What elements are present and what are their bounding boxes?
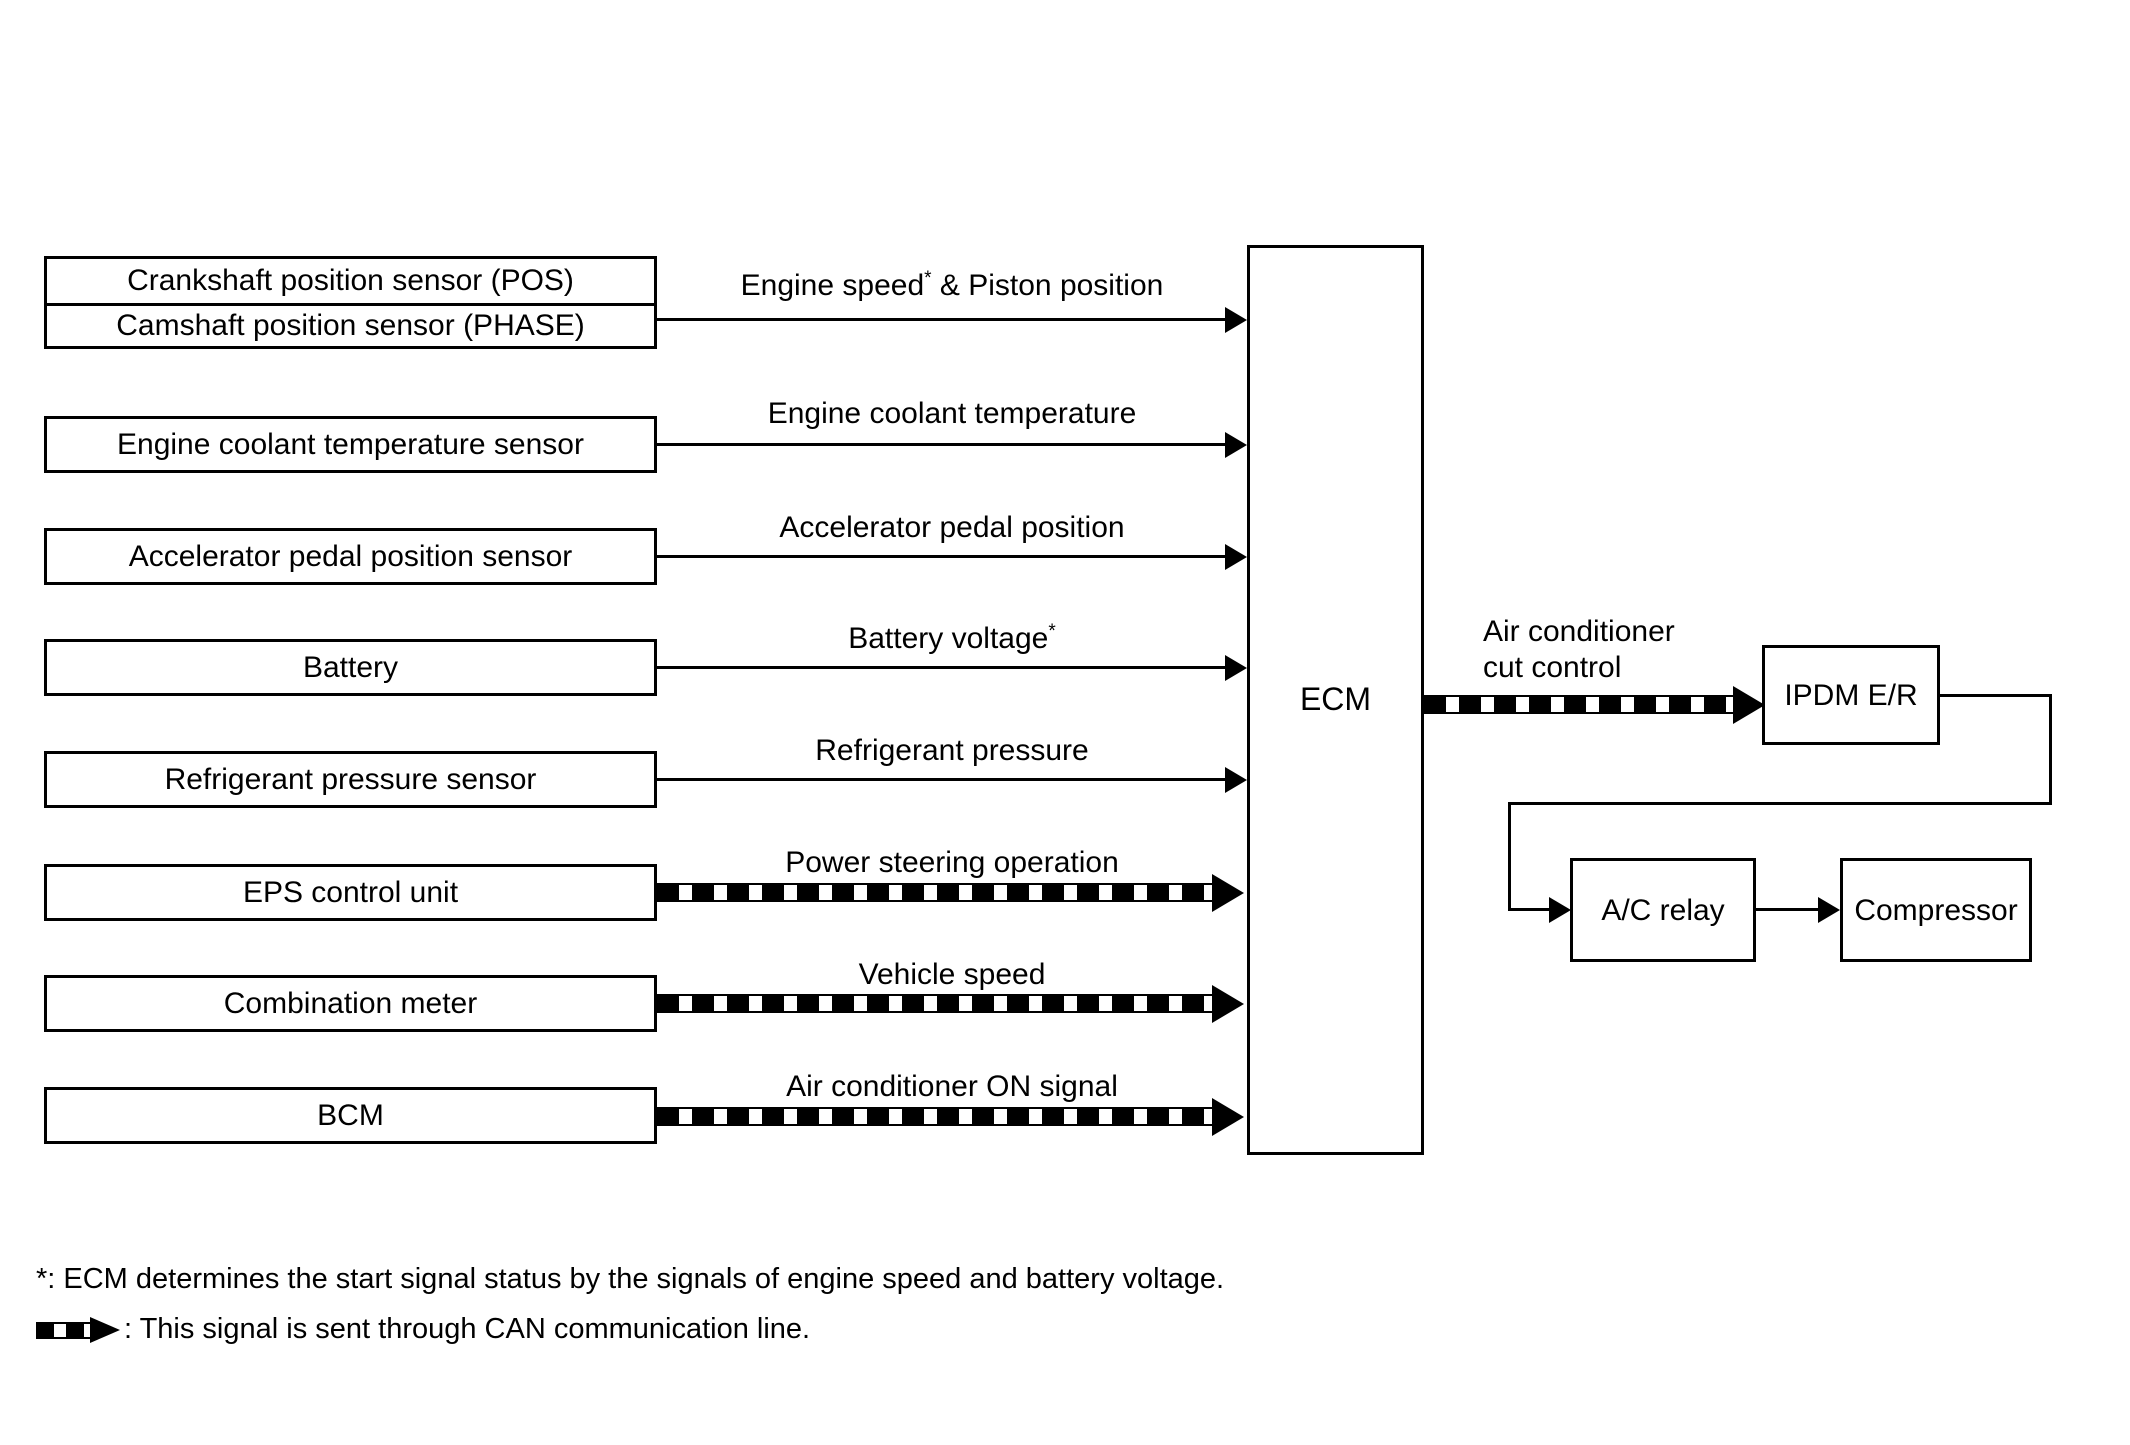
node-crankshaft-camshaft-sensor-group: Crankshaft position sensor (POS) Camshaf… [44, 256, 657, 349]
wire-ipdm-to-relay-seg5 [1508, 908, 1552, 911]
signal-text: Engine coolant temperature [767, 397, 1137, 430]
arrow-head-refrigerant-pressure [1225, 767, 1247, 793]
arrow-head-accelerator-pedal-position [1225, 544, 1247, 570]
arrow-head-engine-coolant-temperature [1225, 432, 1247, 458]
node-label: A/C relay [1601, 893, 1725, 927]
wire-ipdm-to-relay-seg3 [1508, 802, 2052, 805]
wire-ipdm-to-relay-seg2 [2049, 694, 2052, 805]
node-compressor: Compressor [1840, 858, 2032, 962]
node-label: Battery [302, 651, 399, 684]
signal-label-engine-speed-piston-position: Engine speed* & Piston position [657, 268, 1247, 304]
footnote-asterisk: *: ECM determines the start signal statu… [36, 1263, 1225, 1295]
can-arrow-head-vehicle-speed [1212, 985, 1244, 1023]
signal-text: Battery voltage [848, 622, 1049, 655]
footnote-marker: * [1048, 621, 1056, 642]
node-label: BCM [317, 1099, 384, 1132]
signal-label-power-steering-operation: Power steering operation [657, 845, 1247, 881]
signal-text-line1: Air conditioner [1483, 615, 1675, 648]
wire-battery-voltage [657, 666, 1225, 669]
signal-label-refrigerant-pressure: Refrigerant pressure [657, 733, 1247, 769]
node-label: Engine coolant temperature sensor [117, 428, 584, 461]
node-accelerator-pedal-position-sensor: Accelerator pedal position sensor [44, 528, 657, 585]
wire-accelerator-pedal-position [657, 555, 1225, 558]
can-bus-air-conditioner-cut-control [1424, 695, 1735, 714]
node-bcm: BCM [44, 1087, 657, 1144]
can-arrow-head-air-conditioner-cut-control [1733, 686, 1765, 724]
signal-text-suffix: & Piston position [931, 269, 1164, 302]
node-label: Camshaft position sensor (PHASE) [116, 309, 585, 343]
node-refrigerant-pressure-sensor: Refrigerant pressure sensor [44, 751, 657, 808]
signal-label-accelerator-pedal-position: Accelerator pedal position [657, 510, 1247, 546]
wire-ipdm-to-relay-seg1 [1937, 694, 2052, 697]
signal-text: Air conditioner ON signal [786, 1070, 1118, 1103]
footnote-can-legend-text: : This signal is sent through CAN commun… [124, 1313, 811, 1345]
arrow-head-engine-speed [1225, 307, 1247, 333]
arrow-head-battery-voltage [1225, 655, 1247, 681]
wire-ipdm-to-relay-seg4 [1508, 802, 1511, 910]
signal-text: Accelerator pedal position [779, 511, 1125, 544]
signal-text: Engine speed [740, 269, 925, 302]
node-label: Combination meter [223, 987, 478, 1020]
signal-label-air-conditioner-on-signal: Air conditioner ON signal [657, 1069, 1247, 1105]
can-arrow-head-air-conditioner-on-signal [1212, 1098, 1244, 1136]
signal-text-line2: cut control [1483, 651, 1622, 684]
node-label: Accelerator pedal position sensor [128, 540, 573, 573]
node-eps-control-unit: EPS control unit [44, 864, 657, 921]
signal-label-vehicle-speed: Vehicle speed [657, 957, 1247, 993]
node-crankshaft-position-sensor: Crankshaft position sensor (POS) [47, 259, 654, 303]
node-label: EPS control unit [242, 876, 459, 909]
wire-engine-coolant-temperature [657, 443, 1225, 446]
node-ac-relay: A/C relay [1570, 858, 1756, 962]
node-label: Crankshaft position sensor (POS) [127, 264, 574, 298]
arrow-head-compressor [1818, 897, 1840, 923]
footnote-can-legend: : This signal is sent through CAN commun… [36, 1313, 810, 1346]
node-label: IPDM E/R [1784, 678, 1918, 712]
signal-text: Vehicle speed [858, 958, 1046, 991]
signal-text: Refrigerant pressure [815, 734, 1089, 767]
signal-label-battery-voltage: Battery voltage* [657, 621, 1247, 657]
signal-label-engine-coolant-temperature: Engine coolant temperature [657, 396, 1247, 432]
can-bus-vehicle-speed [657, 994, 1214, 1013]
node-combination-meter: Combination meter [44, 975, 657, 1032]
node-label: Refrigerant pressure sensor [164, 763, 537, 796]
node-engine-coolant-temperature-sensor: Engine coolant temperature sensor [44, 416, 657, 473]
signal-label-air-conditioner-cut-control: Air conditioner cut control [1483, 614, 1773, 686]
can-bus-power-steering-operation [657, 883, 1214, 902]
node-ipdm-er: IPDM E/R [1762, 645, 1940, 745]
footnote-marker: * [924, 268, 932, 289]
wire-engine-speed [657, 318, 1225, 321]
arrow-head-ac-relay [1549, 897, 1571, 923]
node-label: ECM [1299, 681, 1372, 718]
wire-relay-to-compressor [1756, 908, 1821, 911]
node-camshaft-position-sensor: Camshaft position sensor (PHASE) [47, 302, 654, 347]
node-label: Compressor [1854, 893, 2018, 927]
wire-refrigerant-pressure [657, 778, 1225, 781]
can-arrow-legend-icon [36, 1316, 122, 1343]
node-battery: Battery [44, 639, 657, 696]
node-ecm: ECM [1247, 245, 1424, 1155]
signal-text: Power steering operation [785, 846, 1119, 879]
can-arrow-head-power-steering-operation [1212, 874, 1244, 912]
can-bus-air-conditioner-on-signal [657, 1107, 1214, 1126]
